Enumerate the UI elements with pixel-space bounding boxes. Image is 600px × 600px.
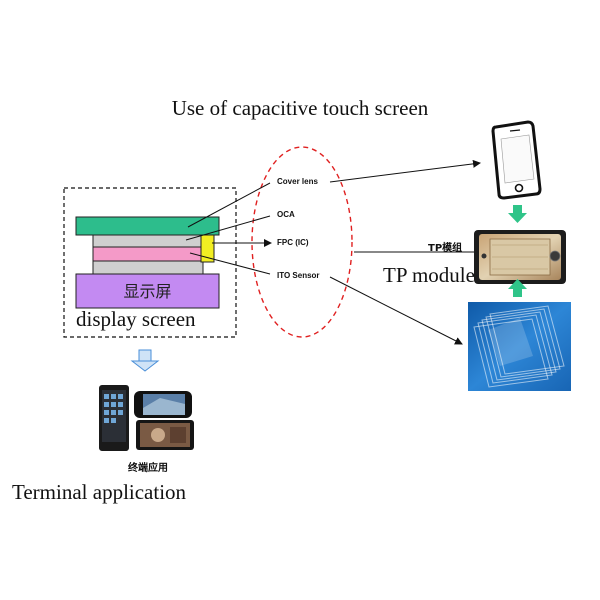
- terminal-chinese-label: 终端应用: [128, 463, 168, 474]
- touch-panel-photo: [474, 230, 566, 284]
- cover-lens-leader: [187, 182, 271, 228]
- fpc-ic-block: [200, 234, 215, 263]
- cover-lens-layer: [75, 216, 220, 236]
- display-screen-label: display screen: [76, 307, 196, 331]
- oca-leader: [185, 215, 271, 241]
- layer-label-oca: OCA: [277, 210, 295, 219]
- ito-sensor-layer: [92, 246, 204, 262]
- ito-arrow: [329, 276, 463, 345]
- ito-leader: [189, 252, 271, 275]
- layer-label-ito-sensor: ITO Sensor: [277, 271, 320, 280]
- diagram-title: Use of capacitive touch screen: [171, 96, 429, 120]
- down-arrow-icon: [508, 205, 527, 223]
- layer-label-fpc-ic: FPC (IC): [277, 238, 309, 247]
- up-arrow-icon: [508, 279, 527, 297]
- display-panel: [75, 273, 220, 309]
- terminal-devices-image: [99, 385, 194, 451]
- display-down-arrow-icon: [130, 349, 160, 372]
- layer-ellipse: [251, 146, 353, 338]
- cover-lens-arrow: [329, 159, 481, 183]
- lower-oca-layer: [92, 260, 204, 275]
- display-chinese-label: 显示屏: [123, 282, 172, 301]
- tp-module-label: TP module: [383, 263, 475, 287]
- terminal-application-label: Terminal application: [12, 480, 187, 504]
- tp-module-chinese-label: TP模组: [428, 243, 463, 254]
- smartphone-outline-icon: [491, 120, 542, 200]
- sensor-film-stack-image: [468, 302, 571, 391]
- display-screen-box: [63, 187, 237, 338]
- oca-layer: [92, 234, 204, 248]
- layer-label-cover-lens: Cover lens: [277, 177, 318, 186]
